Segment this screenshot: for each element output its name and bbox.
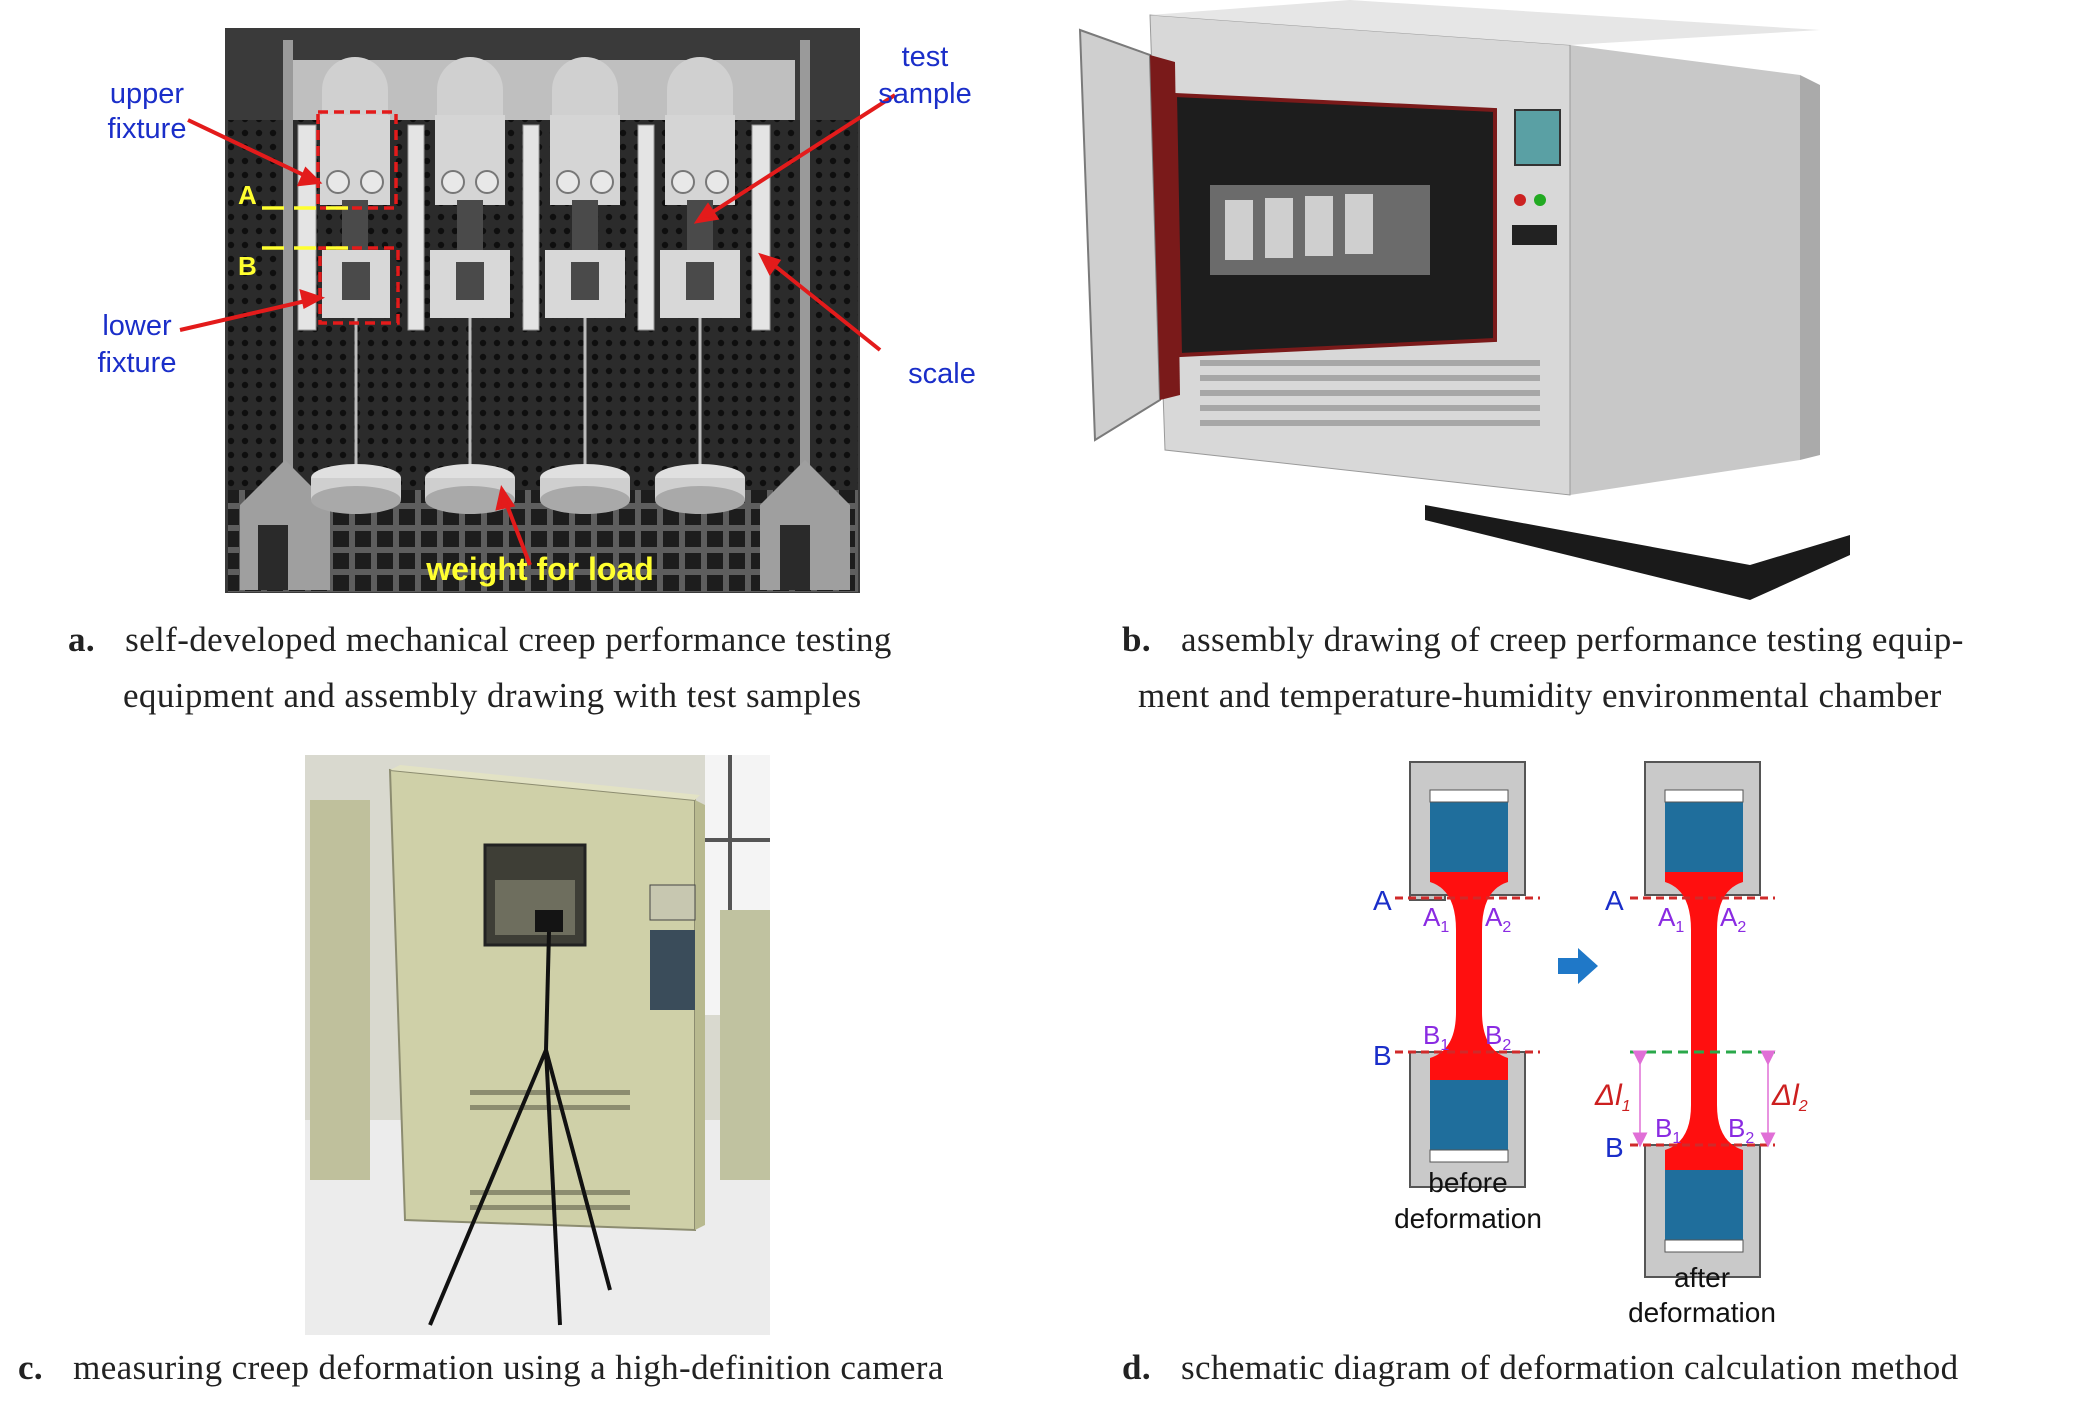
caption-c-line1: measuring creep deformation using a high… (73, 1348, 944, 1387)
label-after-b1: B1 (1655, 1113, 1681, 1147)
label-before-line2: deformation (1394, 1203, 1542, 1234)
label-a: A (238, 180, 257, 210)
caption-d: d. schematic diagram of deformation calcu… (1122, 1340, 2092, 1396)
label-before-a: A (1373, 885, 1392, 916)
caption-a-letter: a. (68, 620, 96, 659)
label-before-a1: A1 (1423, 902, 1449, 936)
label-before-b1: B1 (1423, 1020, 1449, 1054)
caption-b-line1: assembly drawing of creep performance te… (1181, 620, 1964, 659)
caption-d-letter: d. (1122, 1348, 1152, 1387)
caption-b: b. assembly drawing of creep performance … (1122, 612, 2092, 724)
annotation-arrows (179, 93, 897, 566)
label-delta-l1: Δl1 (1594, 1079, 1631, 1115)
label-weight: weight for load (425, 551, 654, 587)
deformation-schematic: A B A1 A2 B1 B2 before deformation A B A… (1373, 761, 1808, 1328)
label-test: test (902, 41, 949, 73)
specimen-after (1630, 761, 1776, 1278)
label-b: B (238, 251, 257, 281)
label-delta-l2: Δl2 (1771, 1079, 1808, 1115)
label-after-line1: after (1674, 1262, 1730, 1293)
label-upper-fixture: fixture (108, 113, 187, 145)
label-after-line2: deformation (1628, 1297, 1776, 1328)
panel-a: A B upper fixture lower fixture test sam… (0, 0, 1050, 610)
camera-measurement-photo (305, 755, 770, 1335)
caption-b-letter: b. (1122, 620, 1152, 659)
environmental-chamber-photo (1078, 0, 1850, 600)
label-after-a1: A1 (1658, 902, 1684, 936)
label-scale: scale (908, 358, 976, 390)
panel-c (0, 750, 1050, 1340)
label-before-b: B (1373, 1040, 1392, 1071)
creep-testing-fixture-photo: A B upper fixture lower fixture test sam… (98, 28, 976, 593)
panel-d: A B A1 A2 B1 B2 before deformation A B A… (1050, 750, 2099, 1340)
caption-a-line2: equipment and assembly drawing with test… (123, 676, 862, 715)
label-before-b2: B2 (1485, 1020, 1511, 1054)
caption-b-line2: ment and temperature-humidity environmen… (1138, 676, 1942, 715)
caption-c: c. measuring creep deformation using a hi… (18, 1340, 1048, 1396)
label-after-b2: B2 (1728, 1113, 1754, 1147)
label-lower: lower (102, 310, 172, 342)
label-before-a2: A2 (1485, 902, 1511, 936)
caption-a-line1: self-developed mechanical creep performa… (125, 620, 892, 659)
label-after-a: A (1605, 885, 1624, 916)
label-after-a2: A2 (1720, 902, 1746, 936)
label-before-line1: before (1428, 1167, 1507, 1198)
label-lower-fixture: fixture (98, 347, 177, 379)
label-sample: sample (878, 78, 972, 110)
label-upper: upper (110, 78, 185, 110)
caption-a: a. self-developed mechanical creep perfor… (68, 612, 1048, 724)
transition-arrow (1558, 948, 1598, 984)
label-after-b: B (1605, 1132, 1624, 1163)
caption-c-letter: c. (18, 1348, 44, 1387)
panel-b (1050, 0, 2099, 610)
specimen-before (1395, 761, 1540, 1188)
caption-d-line1: schematic diagram of deformation calcula… (1181, 1348, 1959, 1387)
